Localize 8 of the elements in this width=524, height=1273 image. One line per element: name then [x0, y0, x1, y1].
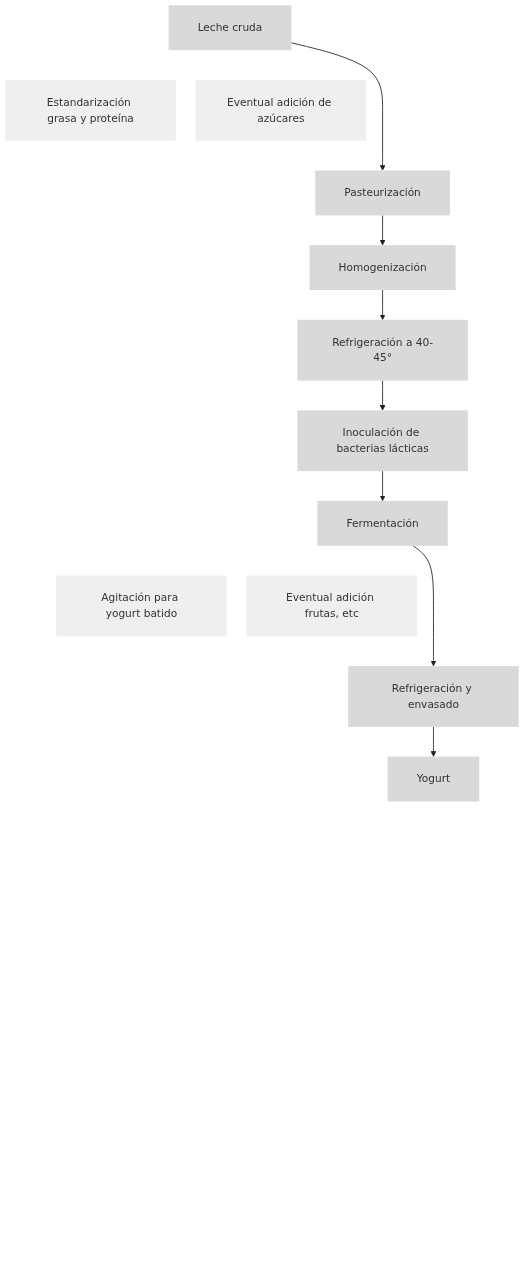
node-box: Leche cruda — [168, 5, 292, 51]
node-box: Refrigeración a 40-45° — [297, 319, 468, 381]
node-box: Fermentación — [317, 500, 448, 546]
node-box: Inoculación de bacterias lácticas — [297, 410, 468, 472]
node-box: Yogurt — [387, 756, 480, 802]
node-box: Homogenización — [309, 245, 456, 291]
node-box: Pasteurización — [315, 170, 450, 216]
node-box: Refrigeración y envasado — [348, 666, 519, 727]
